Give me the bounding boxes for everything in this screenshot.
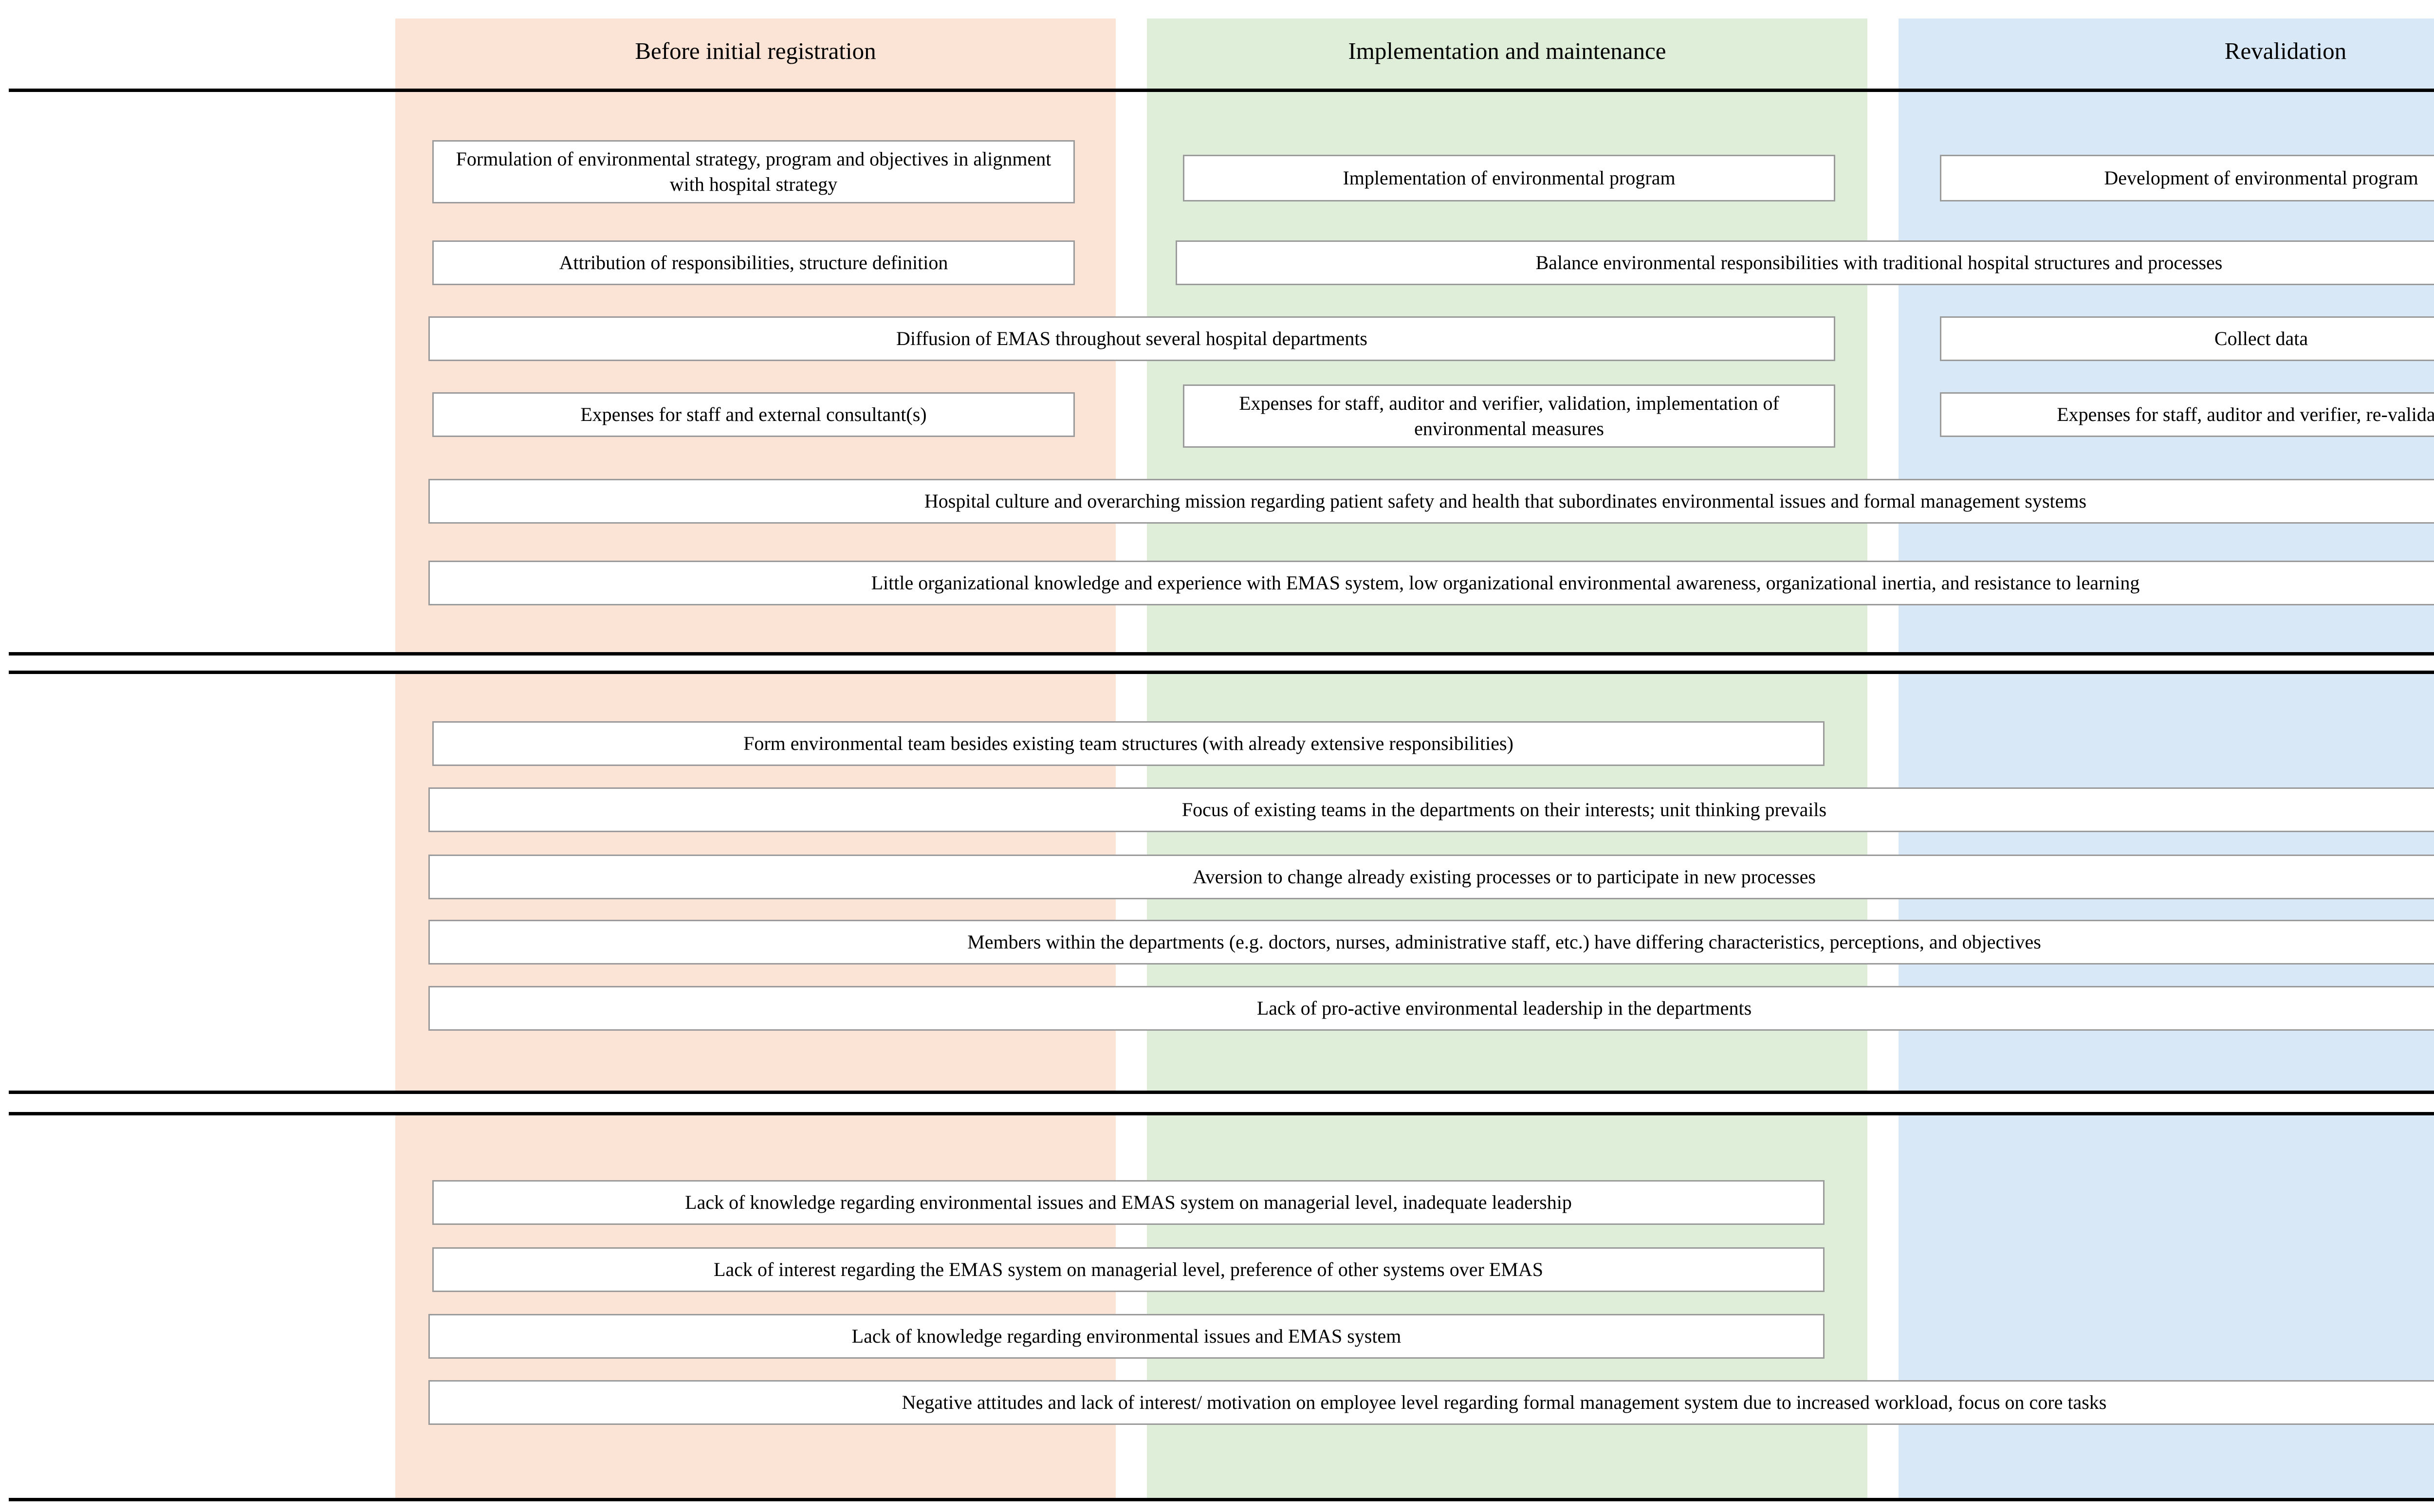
bottom-gap: [9, 1501, 2434, 1512]
phase-header-implementation: Implementation and maintenance: [1348, 37, 1666, 64]
box-resources-implementation[interactable]: Expenses for staff, auditor and verifier…: [1183, 384, 1835, 448]
label-column-group: [3, 674, 392, 1091]
box-size-revalidation[interactable]: Collect data: [1940, 316, 2434, 361]
box-structure-implementation-revalidation[interactable]: Balance environmental responsibilities w…: [1176, 240, 2434, 285]
phase-header-revalidation: Revalidation: [2224, 37, 2347, 64]
box-strategy-revalidation[interactable]: Development of environmental program: [1940, 155, 2434, 201]
box-strategy-before[interactable]: Formulation of environmental strategy, p…: [432, 140, 1075, 203]
label-column-individual: [3, 1115, 392, 1498]
box-structure-before[interactable]: Attribution of responsibilities, structu…: [432, 240, 1075, 285]
box-resources-revalidation[interactable]: Expenses for staff, auditor and verifier…: [1940, 392, 2434, 437]
level-gap-2: [9, 1094, 2434, 1112]
label-column-organization: [3, 92, 392, 652]
box-organizational-learning-all[interactable]: Little organizational knowledge and expe…: [428, 561, 2434, 605]
box-organizational-culture-all[interactable]: Hospital culture and overarching mission…: [428, 479, 2434, 524]
box-size-before-implementation[interactable]: Diffusion of EMAS throughout several hos…: [428, 316, 1835, 361]
box-employee-attitudes[interactable]: Negative attitudes and lack of interest/…: [428, 1380, 2434, 1425]
box-team-climate[interactable]: Focus of existing teams in the departmen…: [428, 787, 2434, 832]
box-employee-abilities[interactable]: Lack of knowledge regarding environmenta…: [428, 1314, 1825, 1359]
box-strategy-implementation[interactable]: Implementation of environmental program: [1183, 155, 1835, 201]
box-team-structure[interactable]: Form environmental team besides existing…: [432, 721, 1825, 766]
box-member-characteristics[interactable]: Members within the departments (e.g. doc…: [428, 920, 2434, 965]
box-manager-attitudes[interactable]: Lack of interest regarding the EMAS syst…: [432, 1247, 1825, 1292]
box-resources-before[interactable]: Expenses for staff and external consulta…: [432, 392, 1075, 437]
phase-header-before: Before initial registration: [635, 37, 876, 64]
box-leadership-style[interactable]: Lack of pro-active environmental leaders…: [428, 986, 2434, 1031]
box-team-processes[interactable]: Aversion to change already existing proc…: [428, 855, 2434, 899]
box-manager-abilities[interactable]: Lack of knowledge regarding environmenta…: [432, 1180, 1825, 1225]
level-gap-1: [9, 656, 2434, 671]
